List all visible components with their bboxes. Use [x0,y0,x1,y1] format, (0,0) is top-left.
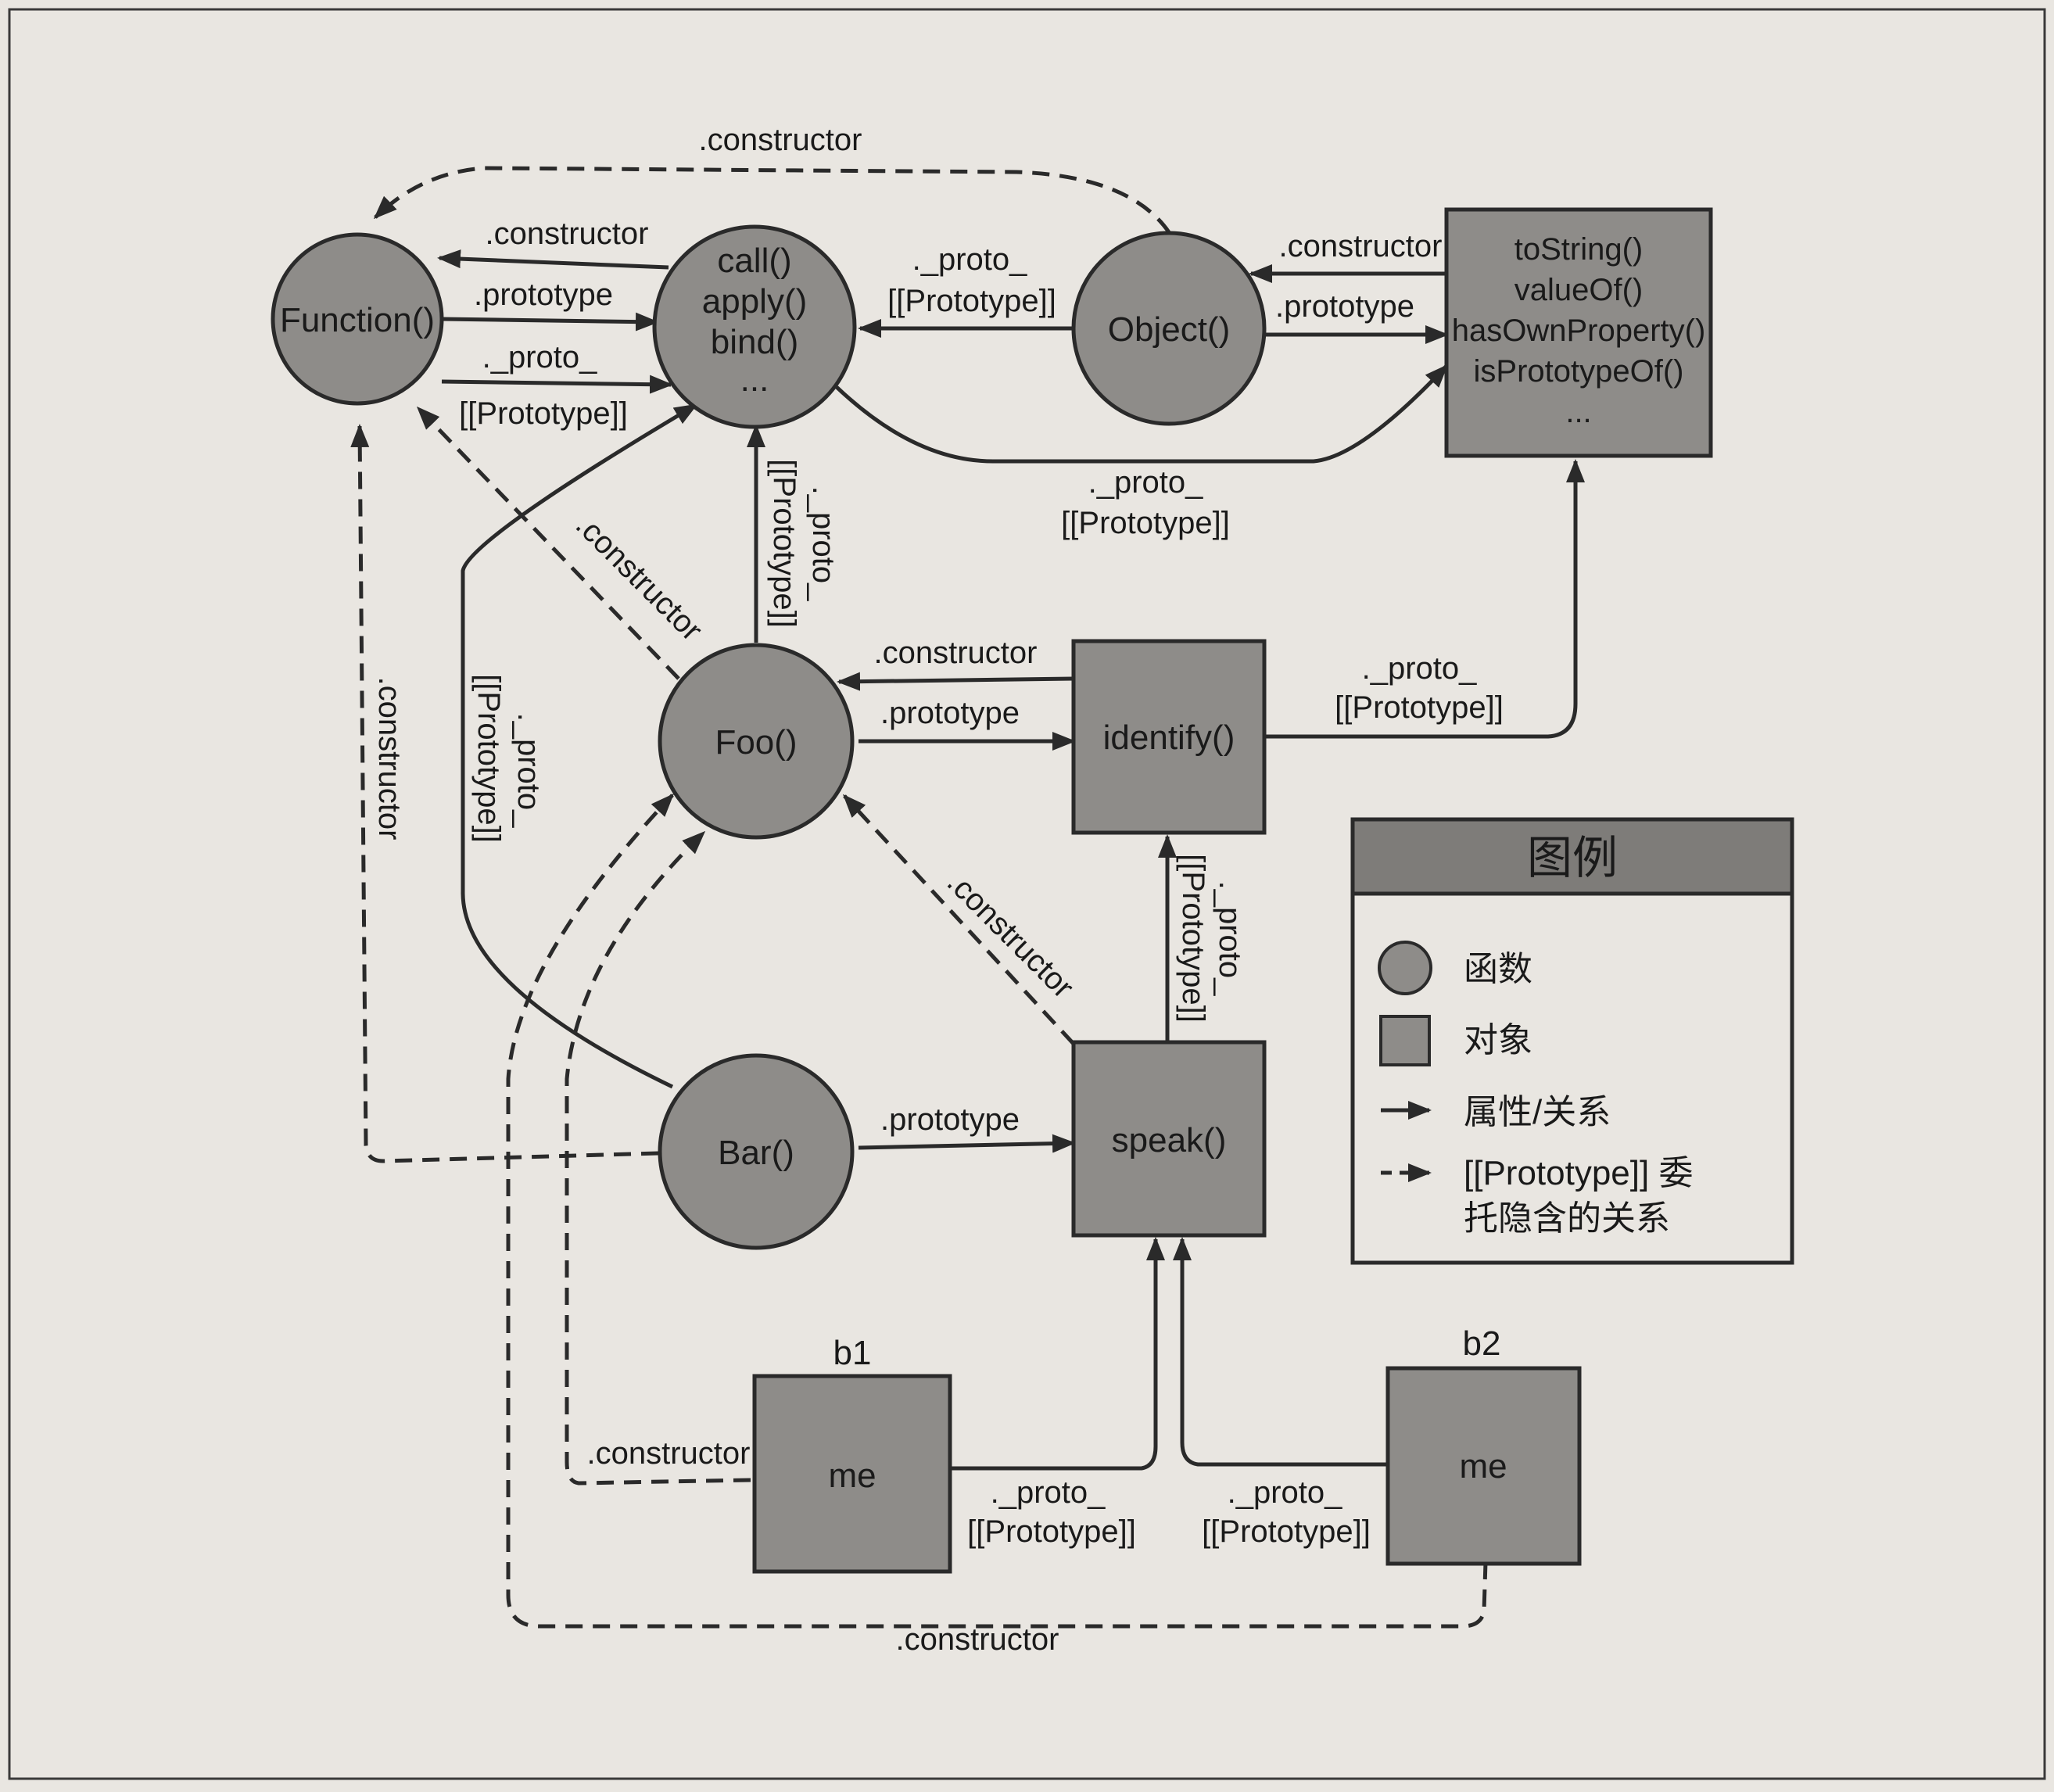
foo-node-label: Foo() [715,723,797,762]
label-speak-foo-constructor: .constructor [941,865,1081,1005]
node-b2: b2 me [1385,1324,1582,1566]
node-object: Object() [1071,231,1267,426]
label-object-funcproto-proto2: [[Prototype]] [887,284,1056,318]
label-object-funcproto-proto: ._proto_ [912,242,1028,277]
object-node-label: Object() [1108,310,1230,349]
label-objproto-object-constructor: .constructor [1279,229,1443,263]
edge-function-funcproto-proto [441,375,673,394]
bar-node-label: Bar() [718,1134,794,1172]
label-function-funcproto-proto: ._proto_ [482,340,598,375]
label-b1-speak-proto: ._proto_ [991,1475,1106,1510]
objproto-line-tostring: toString() [1515,232,1644,267]
b1-node-label: me [828,1457,876,1495]
edge-funcproto-objproto-proto [835,364,1449,464]
legend-delegation-label-1: [[Prototype]] 委 [1464,1154,1693,1192]
label-funcproto-function-constructor: .constructor [486,217,649,251]
edge-labels: .constructor .constructor .prototype ._p… [372,123,1504,1657]
edge-funcproto-function-constructor [437,249,669,270]
edge-speak-foo-constructor [842,794,1075,1045]
label-funcproto-objproto-proto2: [[Prototype]] [1061,506,1230,540]
label-function-funcproto-prototype: .prototype [474,278,613,312]
legend: 图例 函数 对象 属性/关系 [[Prototype]] 委 托隐含的关系 [1350,817,1794,1265]
edge-bar-speak-prototype [858,1134,1076,1153]
label-foo-funcproto-proto2: [[Prototype]] [767,459,801,628]
label-identify-objproto-proto2: [[Prototype]] [1335,690,1504,725]
label-b2-speak-proto2: [[Prototype]] [1202,1514,1371,1549]
node-speak: speak() [1071,1040,1267,1238]
label-bar-function-constructor: .constructor [372,677,407,840]
label-foo-funcproto-proto: ._proto_ [806,486,841,602]
edge-function-funcproto-prototype [441,312,659,332]
objproto-line-valueof: valueOf() [1515,273,1644,307]
node-foo: Foo() [658,643,855,840]
label-bar-funcproto-proto2: [[Prototype]] [471,674,506,843]
label-speak-identify-proto2: [[Prototype]] [1176,854,1210,1023]
label-b2-foo-constructor: .constructor [896,1622,1059,1657]
b2-node-label: me [1459,1447,1507,1486]
edge-bar-funcproto-proto [461,403,698,1089]
node-function: Function() [271,232,444,406]
b2-name: b2 [1463,1324,1501,1363]
edge-bar-function-constructor [350,424,659,1163]
legend-function-label: 函数 [1464,950,1532,988]
funcproto-line-ellipsis: ... [740,360,769,399]
edge-identify-foo-constructor [837,672,1074,691]
node-bar: Bar() [658,1053,855,1250]
edge-b2-foo-constructor [506,793,1488,1629]
label-b2-speak-proto: ._proto_ [1228,1475,1343,1510]
objproto-line-ellipsis: ... [1565,395,1591,429]
label-object-objproto-prototype: .prototype [1275,289,1414,324]
label-object-function-constructor: .constructor [699,123,862,157]
solid-edges [437,249,1585,1471]
node-b1: b1 me [752,1334,952,1574]
label-foo-function-constructor: .constructor [569,507,709,647]
funcproto-line-bind: bind() [711,323,799,361]
legend-function-swatch [1378,941,1432,995]
label-b1-speak-proto2: [[Prototype]] [967,1514,1136,1549]
speak-node-label: speak() [1112,1121,1227,1159]
function-node-label: Function() [280,301,435,339]
edge-object-function-constructor [373,166,1171,234]
label-identify-objproto-proto: ._proto_ [1362,651,1478,686]
b1-name: b1 [833,1334,872,1372]
node-object-prototype: toString() valueOf() hasOwnProperty() is… [1444,207,1713,458]
edge-b1-foo-constructor [565,830,751,1486]
figure-frame [8,8,2046,1780]
funcproto-line-call: call() [717,242,791,280]
label-foo-identify-prototype: .prototype [880,696,1020,730]
objproto-line-hasownproperty: hasOwnProperty() [1452,314,1706,348]
identify-node-label: identify() [1103,719,1235,757]
edge-foo-function-constructor [416,406,680,680]
legend-property-label: 属性/关系 [1464,1093,1611,1131]
edge-identify-objproto-proto [1264,459,1585,739]
edge-b1-speak-proto [950,1237,1165,1471]
legend-object-swatch [1379,1015,1431,1066]
label-bar-speak-prototype: .prototype [880,1102,1020,1137]
label-bar-funcproto-proto: ._proto_ [511,713,546,829]
label-function-funcproto-proto2: [[Prototype]] [459,396,628,431]
label-identify-foo-constructor: .constructor [874,636,1038,670]
label-funcproto-objproto-proto: ._proto_ [1088,465,1204,500]
label-b1-foo-constructor: .constructor [587,1436,751,1471]
funcproto-line-apply: apply() [702,282,808,321]
node-identify: identify() [1071,639,1267,835]
legend-delegation-label-2: 托隐含的关系 [1464,1199,1670,1238]
objproto-line-isprototypeof: isPrototypeOf() [1474,354,1684,389]
dashed-edges [350,166,1488,1629]
legend-header [1350,817,1794,896]
label-speak-identify-proto: ._proto_ [1213,881,1247,997]
legend-object-label: 对象 [1464,1021,1532,1059]
node-function-prototype: call() apply() bind() ... [652,224,857,429]
edge-b2-speak-proto [1173,1237,1388,1467]
legend-title: 图例 [1527,833,1618,883]
